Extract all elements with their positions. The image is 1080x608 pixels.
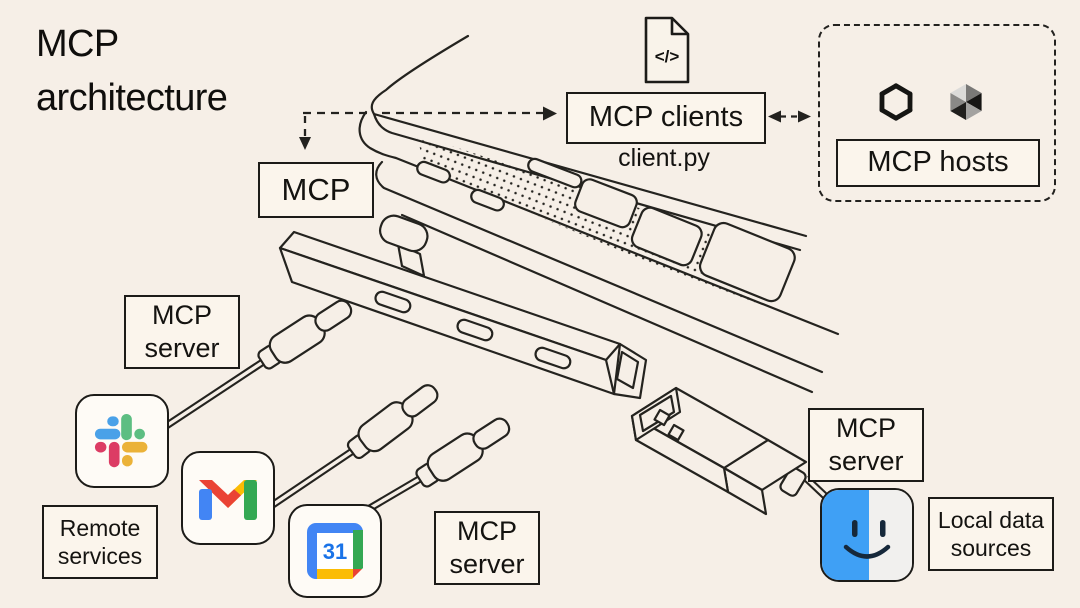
client-filename: client.py xyxy=(618,144,710,172)
remote-services-box: Remote services xyxy=(42,505,158,579)
mcp-server-box-slack: MCP server xyxy=(124,295,240,369)
mcp-server-line2: server xyxy=(828,446,904,476)
gmail-icon xyxy=(181,451,275,545)
mcp-hosts-label: MCP hosts xyxy=(867,146,1009,179)
mcp-hosts-group xyxy=(818,24,1056,202)
code-file-icon: </> xyxy=(638,15,694,85)
arrow-clients-hosts xyxy=(768,110,811,123)
local-data-sources-line2: sources xyxy=(950,535,1032,561)
mcp-clients-box: MCP clients xyxy=(566,92,766,144)
openai-icon xyxy=(879,83,913,121)
usb-c-cable-gmail xyxy=(259,384,439,516)
dashed-arrows xyxy=(299,106,811,150)
arrow-laptop-to-clients xyxy=(382,106,557,121)
slack-icon xyxy=(75,394,169,488)
title-line-2: architecture xyxy=(36,76,228,119)
usb-hub-illustration xyxy=(278,214,648,400)
page-title: MCP architecture xyxy=(36,18,228,126)
laptop-illustration xyxy=(358,34,840,394)
arrow-laptop-to-mcp xyxy=(299,111,372,150)
mcp-server-box-finder: MCP server xyxy=(808,408,924,482)
mcp-label: MCP xyxy=(281,172,351,208)
cursor-icon xyxy=(950,84,982,120)
mcp-hosts-label-box: MCP hosts xyxy=(836,139,1040,187)
local-data-sources-line1: Local data xyxy=(937,506,1045,533)
finder-icon xyxy=(820,488,914,582)
usb-c-cable-slack xyxy=(157,299,353,434)
mcp-server-box-calendar: MCP server xyxy=(434,511,540,585)
calendar-day-number: 31 xyxy=(323,539,347,564)
mcp-label-box: MCP xyxy=(258,162,374,218)
mcp-clients-label: MCP clients xyxy=(588,101,744,134)
remote-services-line2: services xyxy=(57,543,143,569)
mcp-server-line1: MCP xyxy=(457,516,517,547)
mcp-server-line1: MCP xyxy=(152,300,212,331)
google-calendar-icon: 31 xyxy=(288,504,382,598)
mcp-server-line2: server xyxy=(144,333,220,363)
code-glyph: </> xyxy=(655,47,680,66)
local-data-sources-box: Local data sources xyxy=(928,497,1054,571)
mcp-server-line1: MCP xyxy=(836,413,896,444)
remote-services-line1: Remote xyxy=(59,514,141,541)
usb-a-plug xyxy=(630,386,845,516)
title-line-1: MCP xyxy=(36,23,119,65)
mcp-server-line2: server xyxy=(449,549,525,579)
